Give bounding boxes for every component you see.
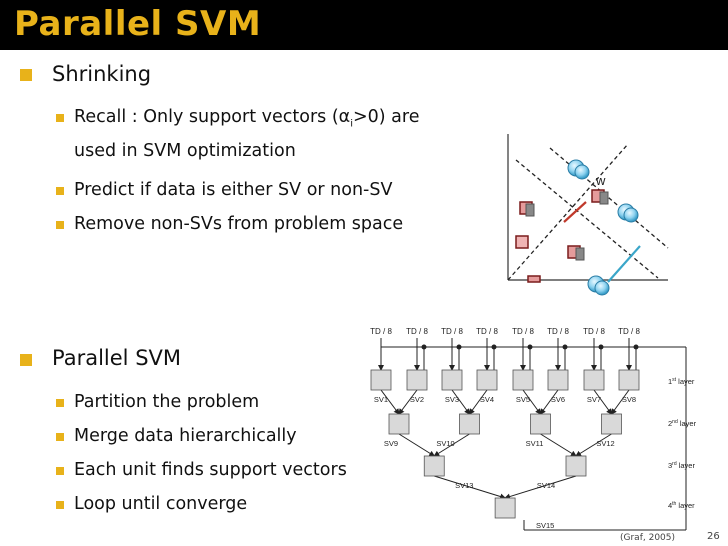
sv-label-layer1: SV7 <box>587 395 601 404</box>
decision-boundary <box>507 143 629 281</box>
class-b-points <box>567 159 639 296</box>
bullet-recall-post: >0) are <box>352 107 420 127</box>
alpha-symbol: α <box>338 107 351 127</box>
merge-arrow <box>540 433 577 457</box>
svm-unit-box <box>406 369 428 391</box>
sub-bullet-marker <box>56 433 64 441</box>
merge-arrow <box>539 389 559 415</box>
sv-label-layer2: SV12 <box>596 439 614 448</box>
bullet-loop: Loop until converge <box>74 494 248 514</box>
svm-unit-box <box>423 455 445 477</box>
sub-bullet-marker <box>56 501 64 509</box>
bullet-marker <box>20 69 32 81</box>
svm-margin-diagram: w <box>507 134 669 296</box>
section-heading-shrinking: Shrinking <box>52 62 152 86</box>
svm-unit-box <box>512 369 534 391</box>
sv-label-layer1: SV6 <box>551 395 565 404</box>
svm-unit-box <box>441 369 463 391</box>
bullet-marker <box>20 354 32 366</box>
layer-label: 3rd layer <box>668 461 695 470</box>
bullet-recall: Recall : Only support vectors (αi>0) are… <box>74 104 494 165</box>
td-label: TD / 8 <box>370 327 392 336</box>
merge-arrow <box>575 433 612 457</box>
sv-label-layer2: SV10 <box>436 439 454 448</box>
svm-unit-box <box>547 369 569 391</box>
svm-unit-box <box>565 455 587 477</box>
cascade-svm-diagram: TD / 8 TD / 8 TD / 8 TD / 8 TD / 8 TD / 8 TD /… <box>370 327 697 531</box>
sv-label-layer1: SV4 <box>480 395 494 404</box>
merge-arrow <box>398 433 436 457</box>
td-label: TD / 8 <box>406 327 428 336</box>
td-label: TD / 8 <box>618 327 640 336</box>
merge-arrow <box>433 433 470 457</box>
merge-arrow <box>468 389 488 415</box>
sv-label-layer1: SV3 <box>445 395 459 404</box>
td-label: TD / 8 <box>441 327 463 336</box>
svm-unit-box <box>530 413 551 435</box>
merge-arrow <box>380 389 400 415</box>
sv-label-layer1: SV2 <box>410 395 424 404</box>
sub-bullet-marker <box>56 399 64 407</box>
sv-label-layer1: SV8 <box>622 395 636 404</box>
sub-bullet-marker <box>56 467 64 475</box>
sv-label-layer2: SV11 <box>526 439 544 448</box>
title-bar <box>0 0 728 50</box>
merge-arrow <box>610 389 630 415</box>
bullet-partition: Partition the problem <box>74 392 260 412</box>
merge-arrow <box>434 475 507 500</box>
bullet-remove: Remove non-SVs from problem space <box>74 214 404 234</box>
bullet-each-unit: Each unit finds support vectors <box>74 460 347 480</box>
sv-label-layer4: SV15 <box>536 521 554 530</box>
svm-unit-box <box>476 369 498 391</box>
td-label: TD / 8 <box>512 327 534 336</box>
slide-title: Parallel SVM <box>14 4 262 44</box>
margin-line-lower <box>549 147 669 249</box>
class-a-points <box>515 189 609 283</box>
layer-label: 1st layer <box>668 377 695 386</box>
svm-unit-box <box>494 497 516 519</box>
sub-bullet-marker <box>56 221 64 229</box>
page-number: 26 <box>707 531 720 542</box>
sv-label-layer3: SV13 <box>455 481 473 490</box>
merge-arrow <box>398 389 418 415</box>
section-heading-parallel: Parallel SVM <box>52 346 182 370</box>
layer-label: 4th layer <box>668 501 695 510</box>
merge-arrow <box>451 389 471 415</box>
td-label: TD / 8 <box>547 327 569 336</box>
margin-vector-blue <box>607 245 641 283</box>
merge-arrow <box>504 475 577 500</box>
w-label: w <box>595 173 606 188</box>
svm-unit-box <box>388 413 410 435</box>
svm-unit-box <box>601 413 622 435</box>
margin-line-upper <box>515 159 659 279</box>
td-labels: TD / 8 TD / 8 TD / 8 TD / 8 TD / 8 TD / 8 TD /… <box>370 327 640 336</box>
sub-bullet-marker <box>56 114 64 122</box>
td-label: TD / 8 <box>583 327 605 336</box>
sv-label-layer2: SV9 <box>384 439 398 448</box>
sv-label-layer3: SV14 <box>537 481 555 490</box>
margin-vector-red <box>563 201 587 223</box>
bullet-predict: Predict if data is either SV or non-SV <box>74 180 393 200</box>
sv-label-layer1: SV1 <box>374 395 388 404</box>
sv-label-layer1: SV5 <box>516 395 530 404</box>
svm-unit-box <box>618 369 640 391</box>
svm-unit-box <box>370 369 392 391</box>
bullet-recall-line2: used in SVM optimization <box>74 140 296 161</box>
svm-unit-box <box>459 413 480 435</box>
square-point <box>515 235 529 249</box>
td-label: TD / 8 <box>476 327 498 336</box>
citation: (Graf, 2005) <box>620 533 676 543</box>
bullet-merge: Merge data hierarchically <box>74 426 297 446</box>
square-point <box>527 275 541 283</box>
sub-bullet-marker <box>56 187 64 195</box>
bullet-recall-pre: Recall : Only support vectors ( <box>74 107 339 127</box>
layer-label: 2nd layer <box>668 419 697 428</box>
alpha-subscript: i <box>350 118 353 130</box>
merge-arrow <box>522 389 542 415</box>
svm-unit-box <box>583 369 605 391</box>
merge-arrow <box>593 389 613 415</box>
